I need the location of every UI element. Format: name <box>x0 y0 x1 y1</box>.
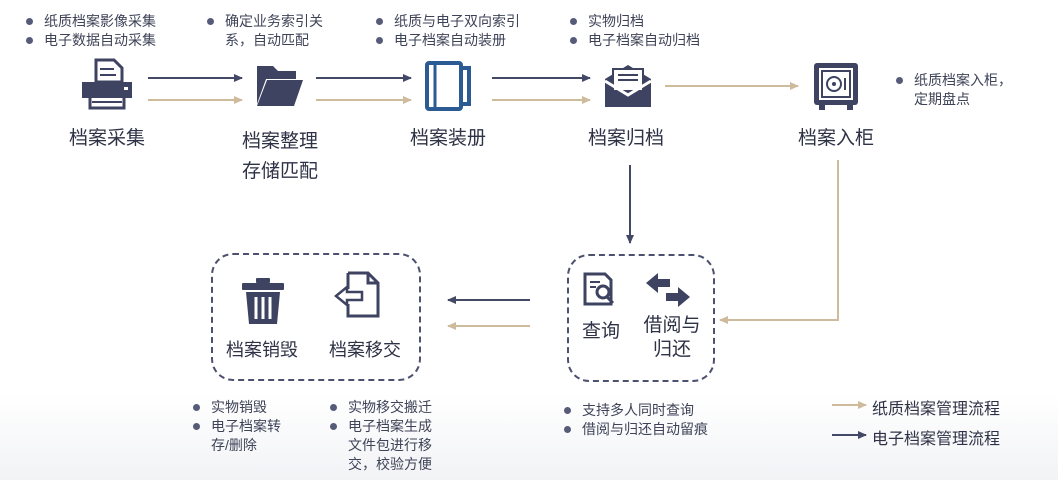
arrow-paper-cabinet-borrow <box>719 160 839 324</box>
file-bullet-1: 实物归档 <box>568 12 700 31</box>
cabinet-label: 档案入柜 <box>798 128 875 149</box>
file-label: 档案归档 <box>588 128 665 149</box>
destroy-label: 档案销毁 <box>226 340 298 360</box>
organize-label-line1: 档案整理 <box>241 131 318 152</box>
transfer-notes: 实物移交搬迁 电子档案生成 文件包进行移 交，校验方便 <box>328 398 432 474</box>
transfer-label: 档案移交 <box>329 340 401 360</box>
query-borrow-box <box>567 254 715 382</box>
query-label: 查询 <box>582 321 621 342</box>
envelope-icon <box>603 63 653 114</box>
collect-bullets: 纸质档案影像采集 电子数据自动采集 <box>24 12 156 50</box>
trash-icon <box>240 276 286 331</box>
printer-icon <box>80 58 136 115</box>
destroy-transfer-box <box>211 253 421 381</box>
cabinet-bullet-1: 纸质档案入柜， <box>894 71 1012 90</box>
legend-paper-label: 纸质档案管理流程 <box>872 401 1001 418</box>
organize-label: 档案整理 存储匹配 <box>238 127 322 187</box>
destroy-note-2-cont: 存/删除 <box>211 437 257 453</box>
swap-arrows-icon <box>646 273 690 312</box>
bind-bullet-1: 纸质与电子双向索引 <box>374 12 520 31</box>
file-bullet-2: 电子档案自动归档 <box>568 31 700 50</box>
collect-bullet-2: 电子数据自动采集 <box>24 31 156 50</box>
binder-icon <box>424 60 476 117</box>
legend-electronic-label: 电子档案管理流程 <box>872 431 1001 448</box>
organize-bullet-1: 确定业务索引关 <box>205 12 323 31</box>
collect-label: 档案采集 <box>69 128 146 149</box>
organize-bullets: 确定业务索引关 系，自动匹配 <box>205 12 323 50</box>
transfer-note-2-cont2: 交，校验方便 <box>348 456 432 472</box>
safe-icon <box>812 61 860 118</box>
transfer-note-2-cont1: 文件包进行移 <box>348 437 432 453</box>
organize-label-line2: 存储匹配 <box>241 161 318 182</box>
document-search-icon <box>582 272 620 313</box>
transfer-note-1: 实物移交搬迁 <box>328 398 432 417</box>
bind-bullet-2: 电子档案自动装册 <box>374 31 520 50</box>
destroy-notes: 实物销毁 电子档案转 存/删除 <box>191 398 281 455</box>
organize-bullet-1-cont: 系，自动匹配 <box>225 32 309 48</box>
query-note-2: 借阅与归还自动留痕 <box>562 420 708 439</box>
file-export-icon <box>334 271 386 324</box>
folder-icon <box>255 60 305 113</box>
cabinet-bullets: 纸质档案入柜， 定期盘点 <box>894 71 1012 109</box>
bind-label: 档案装册 <box>410 128 487 149</box>
destroy-note-1: 实物销毁 <box>191 398 281 417</box>
query-note-1: 支持多人同时查询 <box>562 401 708 420</box>
cabinet-bullet-1-cont: 定期盘点 <box>914 91 970 107</box>
query-borrow-notes: 支持多人同时查询 借阅与归还自动留痕 <box>562 401 708 439</box>
transfer-note-2: 电子档案生成 <box>328 417 432 436</box>
bind-bullets: 纸质与电子双向索引 电子档案自动装册 <box>374 12 520 50</box>
file-bullets: 实物归档 电子档案自动归档 <box>568 12 700 50</box>
destroy-note-2: 电子档案转 <box>191 417 281 436</box>
collect-bullet-1: 纸质档案影像采集 <box>24 12 156 31</box>
borrow-label-line1: 借阅与 <box>643 315 701 336</box>
borrow-label: 借阅与 归还 <box>640 314 704 362</box>
borrow-label-line2: 归还 <box>652 339 691 360</box>
